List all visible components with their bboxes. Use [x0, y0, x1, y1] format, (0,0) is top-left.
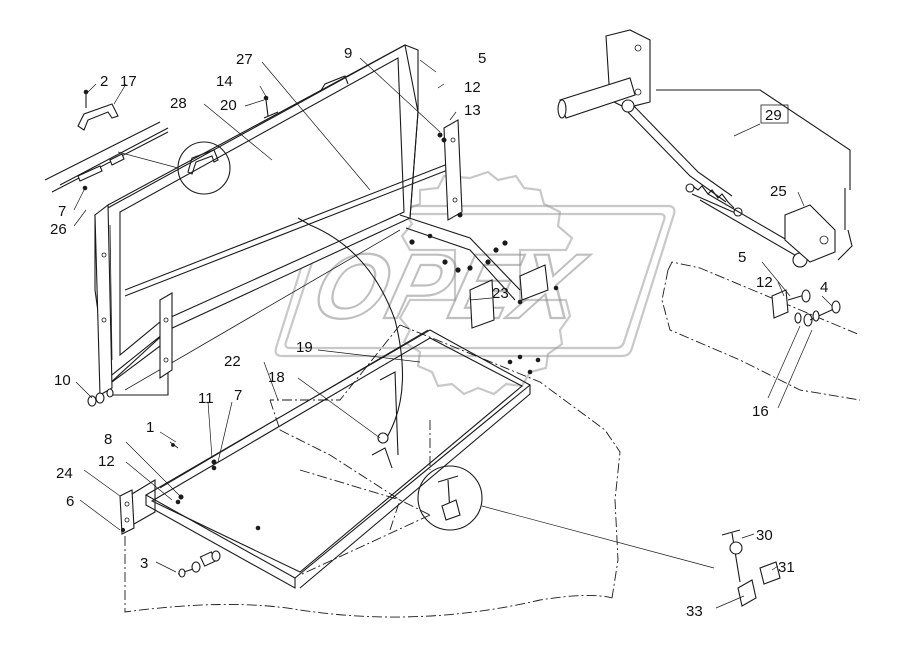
lower-frame-assembly: [144, 329, 531, 589]
lever-assembly-29: [557, 29, 853, 268]
callout-18: 18: [268, 369, 285, 386]
callout-27: 27: [236, 51, 253, 68]
callout-28: 28: [170, 95, 187, 112]
frame-fasteners: [120, 441, 217, 533]
nut-washer-10: [87, 388, 114, 407]
callout-23: 23: [492, 285, 509, 302]
callout-7b: 7: [234, 387, 242, 404]
callout-2: 2: [100, 73, 108, 90]
callout-5a: 5: [478, 50, 486, 67]
gas-strut-cable: [297, 217, 403, 444]
callout-7a: 7: [58, 203, 66, 220]
callout-12b: 12: [98, 453, 115, 470]
leader-lines: [73, 57, 833, 609]
callout-box-29: [760, 104, 789, 124]
bolt-14-20: [263, 95, 279, 119]
handle-detail-left: [44, 89, 169, 193]
callout-8: 8: [104, 431, 112, 448]
callout-19: 19: [296, 339, 313, 356]
callout-24: 24: [56, 465, 73, 482]
callout-5b: 5: [738, 249, 746, 266]
right-bin-wall: [661, 261, 861, 401]
latch-detail-callout: [417, 465, 715, 569]
callout-33: 33: [686, 603, 703, 620]
latch-parts: [721, 529, 781, 607]
callout-31: 31: [778, 559, 795, 576]
callout-4: 4: [820, 279, 828, 296]
part-labels: 2 17 28 27 14 20 9 5 12 13 7 26 10 19 22…: [50, 45, 828, 620]
hinge-bracket-left: [119, 479, 156, 535]
bolt-nut-set-3: [177, 525, 261, 578]
callout-1: 1: [146, 419, 154, 436]
callout-16: 16: [752, 403, 769, 420]
callout-12a: 12: [464, 79, 481, 96]
callout-14: 14: [216, 73, 233, 90]
callout-17: 17: [120, 73, 137, 90]
callout-20: 20: [220, 97, 237, 114]
machine-body-outline: [124, 324, 621, 618]
watermark-gear: [398, 170, 574, 396]
callout-12c: 12: [756, 274, 773, 291]
callout-29: 29: [765, 107, 782, 124]
handle-detail-callout: [117, 141, 231, 195]
callout-26: 26: [50, 221, 67, 238]
watermark-text: OPEX: [304, 234, 596, 337]
callout-13: 13: [464, 102, 481, 119]
callout-3: 3: [140, 555, 148, 572]
callout-11: 11: [198, 390, 214, 407]
callout-30: 30: [756, 527, 773, 544]
callout-25: 25: [770, 183, 787, 200]
callout-6: 6: [66, 493, 74, 510]
callout-9: 9: [344, 45, 352, 62]
callout-22: 22: [224, 353, 241, 370]
linkage-hardware: [371, 132, 559, 469]
callout-10: 10: [54, 372, 71, 389]
